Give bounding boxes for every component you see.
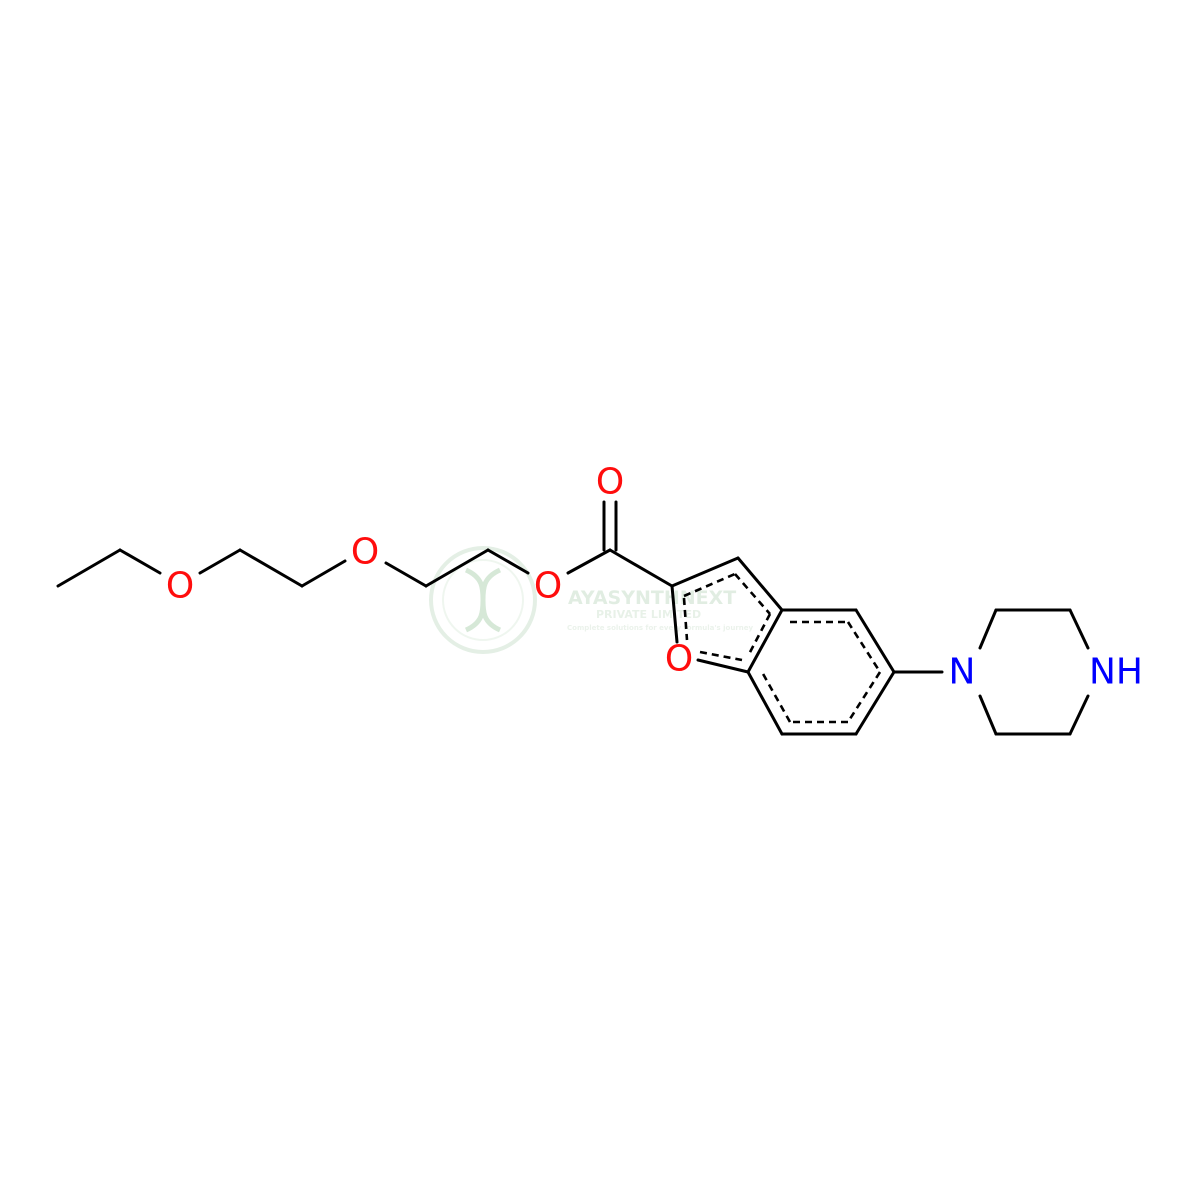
- atom-oxygen-ether-1: O: [166, 566, 194, 607]
- watermark-name: AYASYNTHNEXT: [568, 587, 736, 609]
- watermark-logo-icon: [429, 546, 537, 654]
- atom-oxygen-ether-2: O: [351, 532, 379, 573]
- atom-oxygen-furan: O: [665, 639, 693, 680]
- atom-oxygen-ester: O: [534, 566, 562, 607]
- atom-nitrogen-piperazine: N: [949, 652, 976, 693]
- atom-oxygen-carbonyl: O: [596, 462, 624, 503]
- piperazine-ring: [892, 608, 1090, 736]
- benzofuran-ring: [670, 556, 896, 736]
- carbonyl-group: [602, 500, 674, 588]
- atom-labels: O O O O O N NH: [166, 462, 1143, 693]
- watermark-tagline: Complete solutions for every formula's j…: [567, 624, 754, 632]
- ester-chain: [56, 548, 612, 588]
- watermark: AYASYNTHNEXT PRIVATE LIMITED Complete so…: [429, 546, 754, 654]
- atom-nh-piperazine: NH: [1089, 652, 1143, 693]
